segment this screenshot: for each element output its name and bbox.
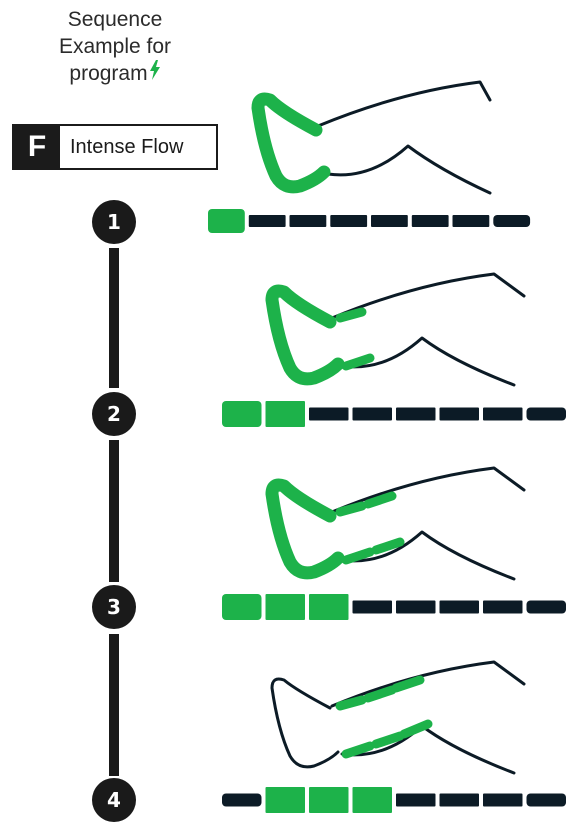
step-number: 4	[107, 788, 121, 812]
compressed-ankle	[335, 307, 375, 371]
chamber-segment-inactive	[483, 600, 523, 614]
chamber-segment-inactive	[526, 407, 566, 421]
timeline-connector	[109, 634, 119, 776]
chamber-segment-inactive	[411, 215, 449, 227]
chamber-segment-inactive	[452, 215, 490, 227]
compressed-calf-lower	[363, 491, 405, 555]
chamber-segment-inactive	[483, 407, 523, 421]
chamber-segment-inactive	[330, 215, 368, 227]
leg-step-3	[265, 466, 526, 581]
chamber-segment-inactive	[526, 600, 566, 614]
chamber-bar-step-4	[222, 787, 566, 813]
leg-step-2	[265, 272, 526, 387]
step-marker-3: 3	[92, 585, 136, 629]
chamber-segment-inactive	[396, 793, 436, 807]
program-badge: F Intense Flow	[12, 124, 218, 170]
chamber-segment-inactive	[439, 793, 479, 807]
chamber-segment-inactive	[396, 407, 436, 421]
compressed-ankle	[335, 501, 375, 565]
title-line-1: Sequence	[67, 8, 163, 31]
timeline-connector	[109, 248, 119, 388]
compressed-ankle	[335, 695, 375, 759]
chamber-segment-inactive	[526, 793, 566, 807]
step-number: 2	[107, 402, 121, 426]
leg-step-4	[270, 660, 526, 775]
step-marker-4: 4	[92, 778, 136, 822]
step-circle	[92, 778, 136, 822]
step-number: 3	[107, 595, 121, 619]
sequence-title: Sequence Example for program	[20, 6, 210, 87]
program-name: Intense Flow	[70, 135, 184, 158]
chamber-bar-step-1	[208, 209, 531, 233]
chamber-segment-inactive	[289, 215, 327, 227]
chamber-segment-inactive	[439, 407, 479, 421]
chamber-segment-inactive	[439, 600, 479, 614]
chamber-segment-active	[309, 787, 349, 813]
chamber-segment-active	[222, 594, 262, 620]
chamber-bar-step-2	[222, 401, 566, 427]
step-circle	[92, 392, 136, 436]
title-line-3: program	[20, 60, 210, 87]
timeline-connectors	[109, 248, 119, 776]
step-marker-2: 2	[92, 392, 136, 436]
compressed-calf-upper	[391, 675, 433, 739]
leg-illustrations	[251, 80, 526, 775]
chamber-bars	[208, 209, 566, 813]
chamber-segment-active	[222, 401, 262, 427]
chamber-segment-inactive	[222, 793, 262, 807]
chamber-segment-inactive	[352, 407, 392, 421]
chamber-segment-active	[208, 209, 245, 233]
chamber-segment-active	[309, 594, 349, 620]
step-markers: 1 2 3 4	[92, 200, 136, 822]
leg-step-1	[251, 80, 492, 195]
chamber-segment-active	[265, 401, 305, 427]
chamber-segment-inactive	[371, 215, 408, 227]
chamber-segment-inactive	[396, 600, 436, 614]
chamber-segment-active	[352, 787, 392, 813]
compressed-foot	[265, 284, 345, 386]
step-number: 1	[107, 210, 121, 234]
chamber-segment-inactive	[493, 215, 531, 227]
chamber-segment-inactive	[248, 215, 286, 227]
leg-outline	[270, 660, 526, 775]
chamber-segment-inactive	[309, 407, 349, 421]
step-circle	[92, 585, 136, 629]
title-program-word: program	[69, 62, 148, 85]
chamber-segment-active	[265, 787, 305, 813]
lightning-bolt-icon	[149, 60, 160, 80]
chamber-segment-active	[265, 594, 305, 620]
compressed-calf-lower	[363, 685, 405, 749]
step-marker-1: 1	[92, 200, 136, 244]
step-circle	[92, 200, 136, 244]
program-letter: F	[14, 126, 60, 168]
chamber-bar-step-3	[222, 594, 566, 620]
leg-outline	[330, 466, 526, 581]
leg-outline	[330, 272, 526, 387]
chamber-segment-inactive	[483, 793, 523, 807]
timeline-connector	[109, 440, 119, 582]
chamber-segment-inactive	[352, 600, 392, 614]
compressed-foot	[251, 92, 331, 194]
leg-outline	[316, 80, 492, 195]
title-line-2: Example for	[58, 35, 172, 58]
compressed-foot	[265, 478, 345, 580]
